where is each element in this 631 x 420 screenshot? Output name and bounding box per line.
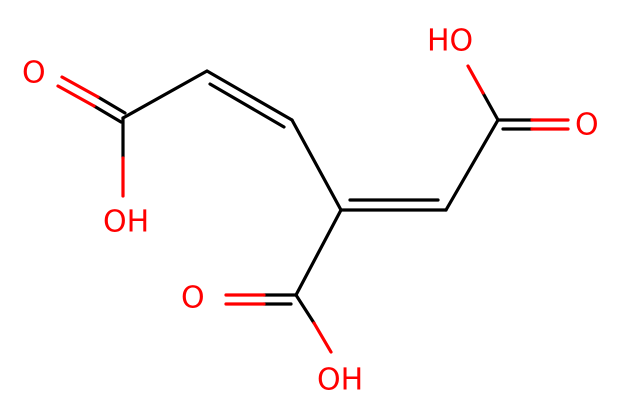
bond-c3-c4 [290, 118, 343, 212]
atom-ho-top-right: HO [427, 24, 473, 59]
atom-oh-bottom-left: OH [103, 205, 149, 240]
bond-c7-oh3 [294, 293, 316, 325]
bond-c4-c7 [294, 208, 343, 297]
bond-c2-c3 [205, 69, 294, 122]
bond-c1-c2 [121, 69, 209, 120]
bond-c6-oh2 [481, 91, 500, 122]
bond-c5-c6 [444, 118, 500, 212]
bond-c1-o1-b-red [60, 75, 100, 99]
bond-c1-o1-a [92, 104, 123, 124]
bond-c6-oh2-red [466, 64, 485, 95]
bond-c1-o1-b [96, 95, 127, 115]
bond-c7-oh3-red [312, 321, 333, 354]
atom-o-middle: O [181, 281, 205, 316]
bond-c2-c3-inner [208, 82, 286, 129]
atom-o-right: O [575, 108, 599, 143]
bond-c1-o1-a-red [56, 84, 96, 108]
atom-oh-bottom: OH [317, 363, 363, 398]
atom-o-top-left: O [22, 56, 46, 91]
